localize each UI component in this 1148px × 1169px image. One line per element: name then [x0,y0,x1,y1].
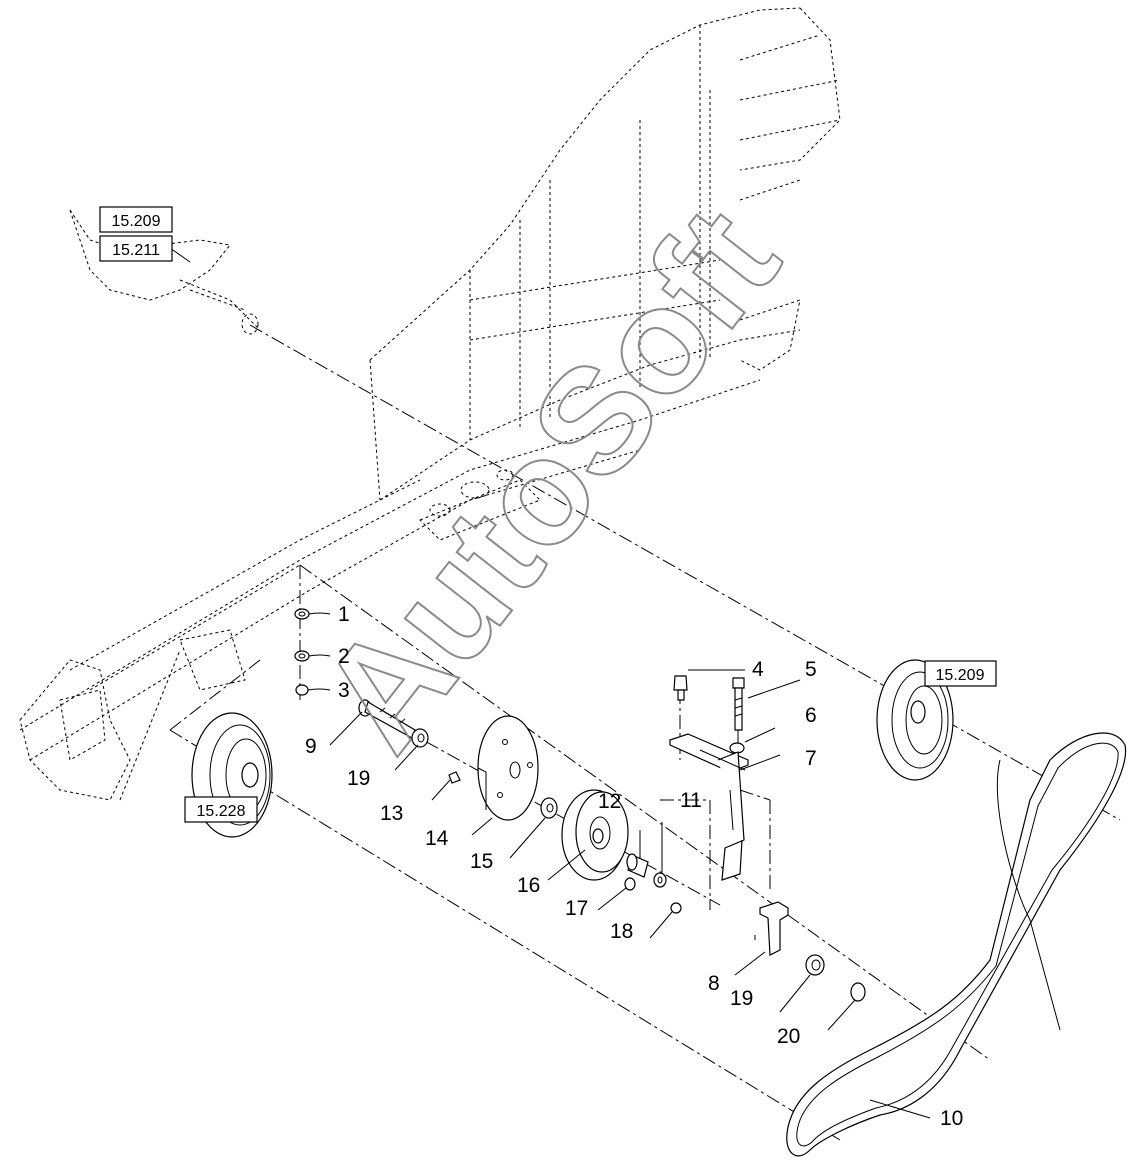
callout-numbers: 1 2 3 4 5 6 7 8 9 10 11 12 13 14 15 16 1… [305,603,963,1130]
callout-18: 18 [610,920,633,943]
callout-4: 4 [752,658,764,681]
machine-frame [19,7,841,801]
idler-pulley-16 [561,789,629,881]
callout-10: 10 [940,1107,963,1130]
callout-19-upper: 19 [347,767,370,790]
callout-12: 12 [598,790,621,813]
callout-2: 2 [338,645,350,668]
nut-20 [850,982,866,1002]
pulley-right-15-209 [876,659,954,781]
ref-box-label: 15.228 [197,803,246,820]
callout-11: 11 [680,789,702,812]
callout-5: 5 [805,658,817,681]
callout-6: 6 [805,704,817,727]
belt-10 [786,732,1127,1157]
callout-20: 20 [777,1025,800,1048]
bracket-8 [759,901,789,956]
spacer-19-a [411,728,429,748]
ref-box-15-211: 15.211 [99,235,173,262]
callout-8: 8 [708,972,720,995]
bolt-4 [673,675,688,701]
callout-15: 15 [470,850,493,873]
nut-6 [729,742,745,754]
callout-13: 13 [380,802,403,825]
bearing-15 [540,797,558,819]
tensioner-bracket-7 [669,733,749,881]
flange-plate-14 [477,715,539,821]
bolt-5 [732,677,745,731]
leader-lines [169,247,931,1119]
ref-box-15-209-top: 15.209 [99,206,173,233]
callout-7: 7 [805,747,817,770]
callout-9: 9 [305,735,317,758]
callout-16: 16 [517,874,540,897]
bushing-12 [626,853,649,878]
grease-nipple-13 [448,771,461,784]
watermark-text: AutoSoft [288,177,810,779]
callout-14: 14 [425,827,449,850]
callout-3: 3 [338,679,350,702]
washer-1 [294,608,310,620]
washer-17 [624,877,636,891]
callout-1: 1 [338,603,350,626]
ref-box-label: 15.211 [112,242,160,259]
callout-17: 17 [565,897,588,920]
ref-box-label: 15.209 [936,667,985,684]
ref-box-label: 15.209 [112,213,161,230]
ref-box-15-228: 15.228 [184,796,258,823]
ref-box-15-209-right: 15.209 [924,660,997,687]
spacer-19-b [805,954,825,976]
nut-18 [670,902,682,914]
callout-19-lower: 19 [730,987,753,1010]
washer-11 [653,872,667,888]
